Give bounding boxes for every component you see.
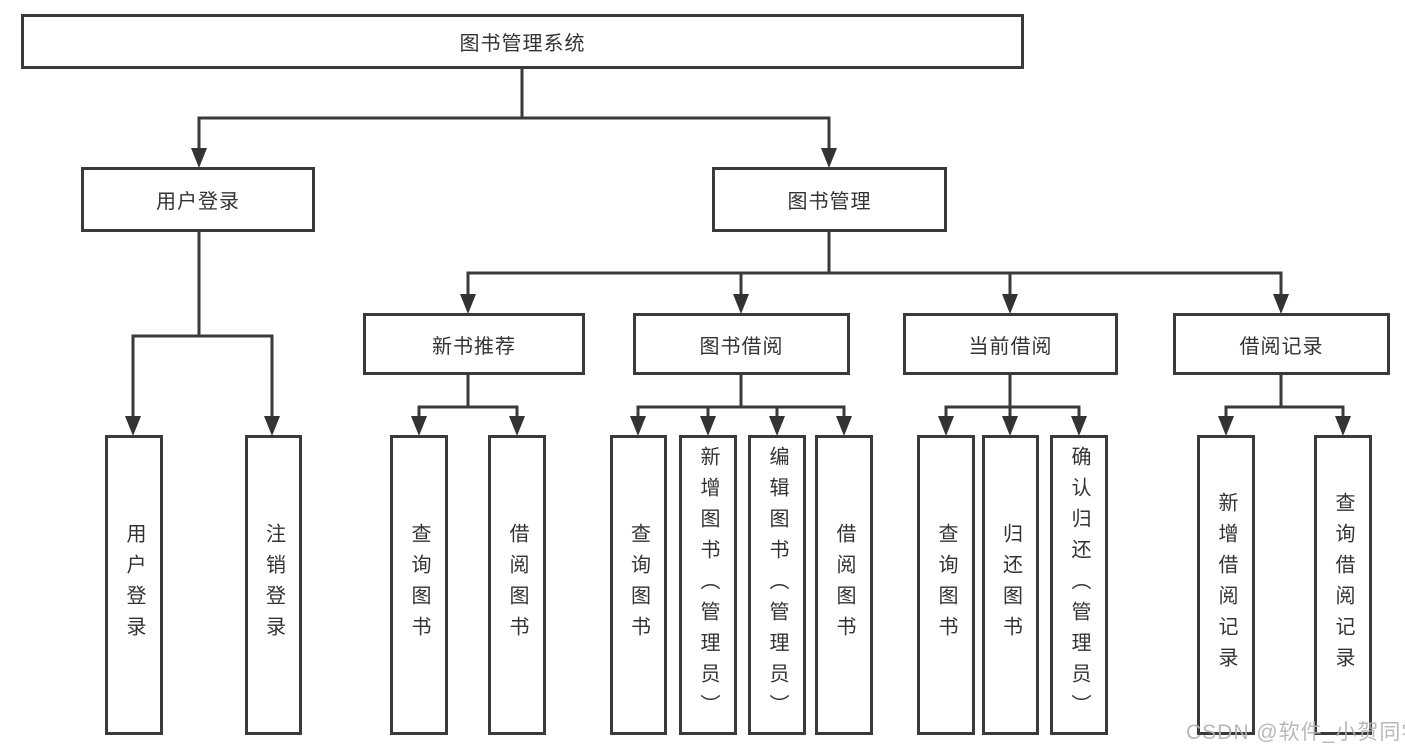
leaf-label: 查询图书 <box>935 523 957 647</box>
leaf-label: 查询借阅记录 <box>1332 492 1354 678</box>
node-library-management-system: 图书管理系统 <box>21 14 1024 69</box>
leaf-borrow-query-books: 查询图书 <box>610 435 667 735</box>
leaf-label: 用户登录 <box>123 523 145 647</box>
leaf-label: 注销登录 <box>262 523 285 647</box>
leaf-current-confirm-return-admin: 确认归还（管理员） <box>1050 435 1108 735</box>
leaf-label: 查询图书 <box>627 523 650 647</box>
node-current-borrow: 当前借阅 <box>903 313 1118 375</box>
leaf-records-add-borrow-record: 新增借阅记录 <box>1197 435 1255 735</box>
leaf-label: 借阅图书 <box>506 523 528 647</box>
leaf-borrow-edit-books-admin: 编辑图书（管理员） <box>748 435 806 735</box>
leaf-label: 新增图书（管理员） <box>697 445 719 725</box>
leaf-newbooks-query-books: 查询图书 <box>390 435 448 735</box>
node-user-login: 用户登录 <box>81 167 315 232</box>
node-label: 用户登录 <box>156 191 240 213</box>
leaf-user-login: 用户登录 <box>105 435 163 735</box>
node-book-borrow: 图书借阅 <box>633 313 850 375</box>
connector-newbooks-to-leaves <box>411 373 525 436</box>
leaf-borrow-borrow-books: 借阅图书 <box>815 435 873 735</box>
node-label: 图书借阅 <box>699 335 784 358</box>
leaf-label: 归还图书 <box>999 523 1022 647</box>
connector-borrow-to-leaves <box>630 373 852 436</box>
node-label: 借阅记录 <box>1239 335 1324 358</box>
leaf-label: 编辑图书（管理员） <box>766 445 788 725</box>
leaf-current-return-books: 归还图书 <box>982 435 1039 735</box>
node-label: 图书管理系统 <box>459 33 586 55</box>
connector-records-to-leaves <box>1218 373 1351 436</box>
leaf-label: 借阅图书 <box>833 523 855 647</box>
node-label: 图书管理 <box>787 191 872 213</box>
connector-root-to-level2 <box>191 67 837 168</box>
node-borrow-records: 借阅记录 <box>1173 313 1390 375</box>
leaf-label: 新增借阅记录 <box>1215 492 1237 678</box>
node-new-book-recommend: 新书推荐 <box>363 313 585 375</box>
leaf-logout: 注销登录 <box>245 435 302 735</box>
leaf-records-query-borrow-record: 查询借阅记录 <box>1314 435 1372 735</box>
leaf-borrow-add-books-admin: 新增图书（管理员） <box>679 435 737 735</box>
node-label: 当前借阅 <box>968 335 1053 358</box>
leaf-current-query-books: 查询图书 <box>917 435 975 735</box>
leaf-newbooks-borrow-books: 借阅图书 <box>488 435 546 735</box>
node-label: 新书推荐 <box>432 335 516 358</box>
leaf-label: 查询图书 <box>408 523 430 647</box>
node-book-management: 图书管理 <box>712 167 947 232</box>
connector-userlogin-to-leaves <box>125 230 280 436</box>
connector-current-to-leaves <box>938 373 1087 436</box>
csdn-watermark: CSDN @软件_小贺同学 <box>1186 721 1405 744</box>
leaf-label: 确认归还（管理员） <box>1068 445 1090 725</box>
connector-bookmgmt-to-level3 <box>460 230 1289 314</box>
